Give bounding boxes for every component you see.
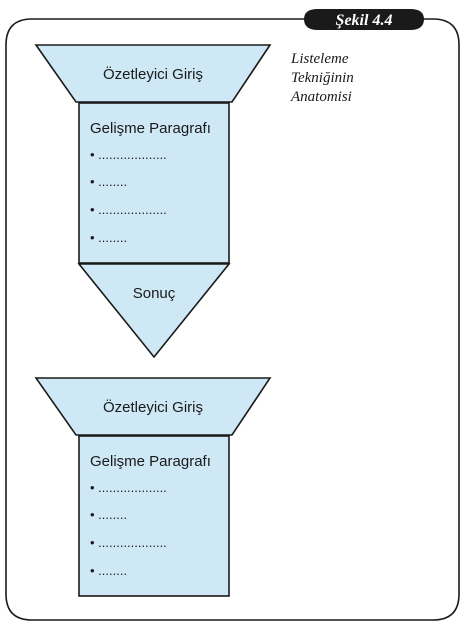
caption-line-1: Listeleme [290,51,349,67]
bottom-intro-label: Özetleyici Giriş [103,398,203,416]
top-intro-label: Özetleyici Giriş [103,65,203,83]
figure-frame [5,18,460,621]
top-body-box [78,102,230,264]
top-conclusion-triangle [77,263,231,359]
figure-badge: Şekil 4.4 [304,9,424,30]
top-diagram-group: Özetleyici Giriş Gelişme Paragrafı • ...… [34,44,272,359]
top-body-title: Gelişme Paragrafı [90,120,211,137]
caption-line-3: Anatomisi [290,89,352,105]
bottom-body-title: Gelişme Paragrafı [90,453,211,470]
bottom-intro-funnel [34,377,272,436]
top-bullet-1: • ................... [90,147,167,162]
top-conclusion-label: Sonuç [133,285,176,302]
top-bullet-2: • ........ [90,174,127,189]
caption-line-2: Tekniğinin [291,70,354,86]
top-intro-funnel [34,44,272,103]
bottom-bullet-4: • ........ [90,563,127,578]
figure-caption: Listeleme Tekniğinin Anatomisi [290,51,354,105]
top-bullet-4: • ........ [90,230,127,245]
badge-shape [304,9,424,30]
bottom-bullet-3: • ................... [90,535,167,550]
bottom-bullet-1: • ................... [90,480,167,495]
bottom-diagram-group: Özetleyici Giriş Gelişme Paragrafı • ...… [34,377,272,597]
badge-label: Şekil 4.4 [336,12,393,29]
top-bullet-3: • ................... [90,202,167,217]
bottom-body-box [78,435,230,597]
bottom-bullet-2: • ........ [90,507,127,522]
